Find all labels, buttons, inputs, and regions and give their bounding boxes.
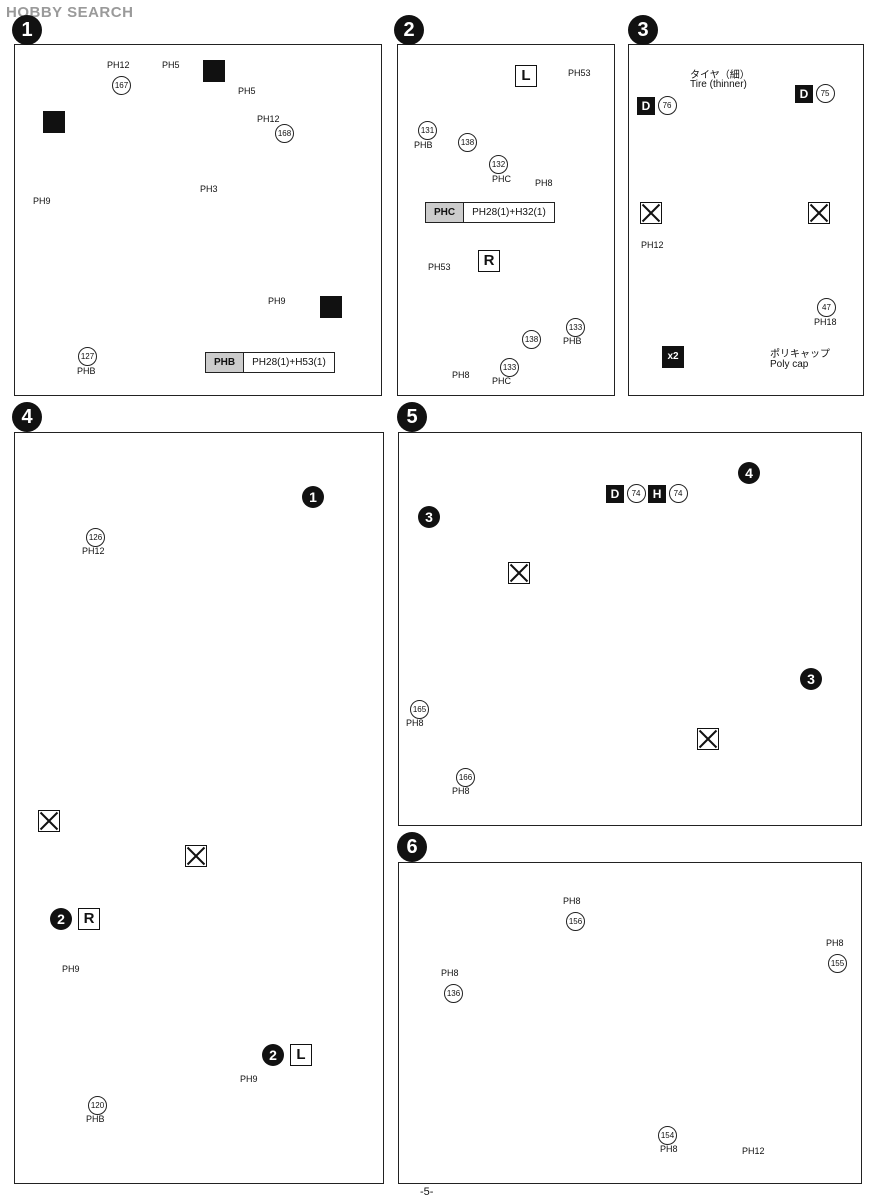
step6-panel [398, 862, 862, 1184]
part-number: 131 [418, 121, 437, 140]
part-label: PH3 [200, 184, 218, 194]
side-right-marker: R [478, 250, 500, 272]
part-label: PH9 [33, 196, 51, 206]
watermark: HOBBY SEARCH [6, 4, 134, 21]
step-number-6: 6 [397, 832, 427, 862]
part-label: PH8 [406, 718, 424, 728]
step-number-4: 4 [12, 402, 42, 432]
step1-panel [14, 44, 382, 396]
part-label: PH12 [641, 240, 664, 250]
part-label: PH8 [660, 1144, 678, 1154]
part-number: 132 [489, 155, 508, 174]
step-number-2: 2 [394, 15, 424, 45]
ref-step-1: 1 [302, 486, 324, 508]
part-number: 136 [444, 984, 463, 1003]
step-number-5: 5 [397, 402, 427, 432]
decal-code: D 74 H 74 [606, 484, 688, 503]
side-left-marker: L [515, 65, 537, 87]
ref-step-3-b: 3 [800, 668, 822, 690]
part-label: PH5 [162, 60, 180, 70]
part-number: 166 [456, 768, 475, 787]
part-label: PH18 [814, 317, 837, 327]
part-label: PHB [563, 336, 582, 346]
part-label: PH9 [240, 1074, 258, 1084]
glue-icon [320, 296, 342, 318]
tire-code-76: D 76 [637, 96, 677, 115]
part-label: PH8 [452, 786, 470, 796]
part-label: PH5 [238, 86, 256, 96]
part-label: PH8 [563, 896, 581, 906]
no-glue-icon [38, 810, 60, 832]
ref-step-4: 4 [738, 462, 760, 484]
part-label: PH8 [535, 178, 553, 188]
part-number: 133 [500, 358, 519, 377]
part-number: 155 [828, 954, 847, 973]
multiplier-badge: x2 [662, 346, 684, 368]
step4-panel [14, 432, 384, 1184]
tire-code-75: D 75 [795, 84, 835, 103]
part-label: PHB [77, 366, 96, 376]
step-number-1: 1 [12, 15, 42, 45]
part-label: PH9 [268, 296, 286, 306]
no-glue-icon [697, 728, 719, 750]
part-label: PHB [414, 140, 433, 150]
tire-label-jp: タイヤ（細） [690, 70, 750, 81]
part-label: PHB [86, 1114, 105, 1124]
polycap-label-en: Poly cap [770, 359, 809, 370]
polycap-label-jp: ポリキャップ [770, 349, 830, 360]
part-label: PH12 [742, 1146, 765, 1156]
part-number: 120 [88, 1096, 107, 1115]
no-glue-icon [508, 562, 530, 584]
part-number: 154 [658, 1126, 677, 1145]
part-label: PH12 [107, 60, 130, 70]
ref-step-2-r: 2 [50, 908, 72, 930]
part-label: PH8 [441, 968, 459, 978]
part-number: 138 [522, 330, 541, 349]
tire-label-en: Tire (thinner) [690, 79, 747, 90]
part-number: 156 [566, 912, 585, 931]
page-number: -5- [420, 1186, 434, 1198]
ref-step-3-a: 3 [418, 506, 440, 528]
part-number: 167 [112, 76, 131, 95]
part-number: 165 [410, 700, 429, 719]
glue-icon [43, 111, 65, 133]
part-label: PHC [492, 376, 512, 386]
no-glue-icon [808, 202, 830, 224]
part-label: PH12 [257, 114, 280, 124]
ref-side-r: R [78, 908, 100, 930]
part-number: 47 [817, 298, 836, 317]
part-label: PH12 [82, 546, 105, 556]
part-label: PH53 [568, 68, 591, 78]
ref-step-2-l: 2 [262, 1044, 284, 1066]
no-glue-icon [640, 202, 662, 224]
part-number: 126 [86, 528, 105, 547]
no-glue-icon [185, 845, 207, 867]
part-number: 138 [458, 133, 477, 152]
part-label: PH9 [62, 964, 80, 974]
part-number: 168 [275, 124, 294, 143]
ref-side-l: L [290, 1044, 312, 1066]
part-label: PHC [492, 174, 512, 184]
glue-icon [203, 60, 225, 82]
part-label: PH53 [428, 262, 451, 272]
part-label: PH8 [826, 938, 844, 948]
part-number: 133 [566, 318, 585, 337]
part-label: PH8 [452, 370, 470, 380]
part-number: 127 [78, 347, 97, 366]
step-number-3: 3 [628, 15, 658, 45]
